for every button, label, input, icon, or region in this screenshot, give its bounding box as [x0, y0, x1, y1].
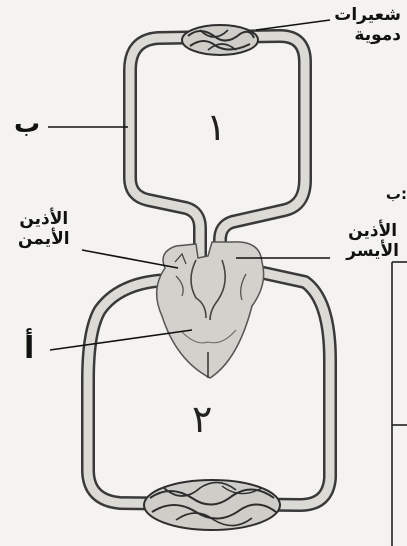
label-capillaries-line2: دموية	[334, 26, 401, 46]
label-circuit-2: ٢	[192, 400, 212, 438]
label-vessel-b: ب	[14, 110, 40, 140]
label-capillaries-top: شعيرات دموية	[334, 6, 401, 45]
label-heart-a: أ	[24, 332, 34, 367]
label-right-atrium-line1: الأذين	[18, 210, 70, 230]
leader-capillaries-top	[256, 20, 330, 30]
label-left-atrium-line2: الأيسر	[346, 242, 399, 262]
leader-heart-a	[50, 330, 192, 350]
cropped-frame-right	[392, 262, 407, 546]
label-capillaries-line1: شعيرات	[334, 6, 401, 26]
label-left-atrium: الأذين الأيسر	[346, 222, 399, 261]
label-right-atrium-line2: الأيمن	[18, 230, 70, 250]
heart	[157, 242, 264, 378]
label-cut-text-right: :ب	[386, 186, 407, 203]
capillary-bed-top	[182, 25, 258, 55]
label-circuit-1: ١	[206, 108, 226, 146]
capillary-bed-bottom	[144, 480, 280, 530]
label-right-atrium: الأذين الأيمن	[18, 210, 70, 249]
label-left-atrium-line1: الأذين	[346, 222, 399, 242]
